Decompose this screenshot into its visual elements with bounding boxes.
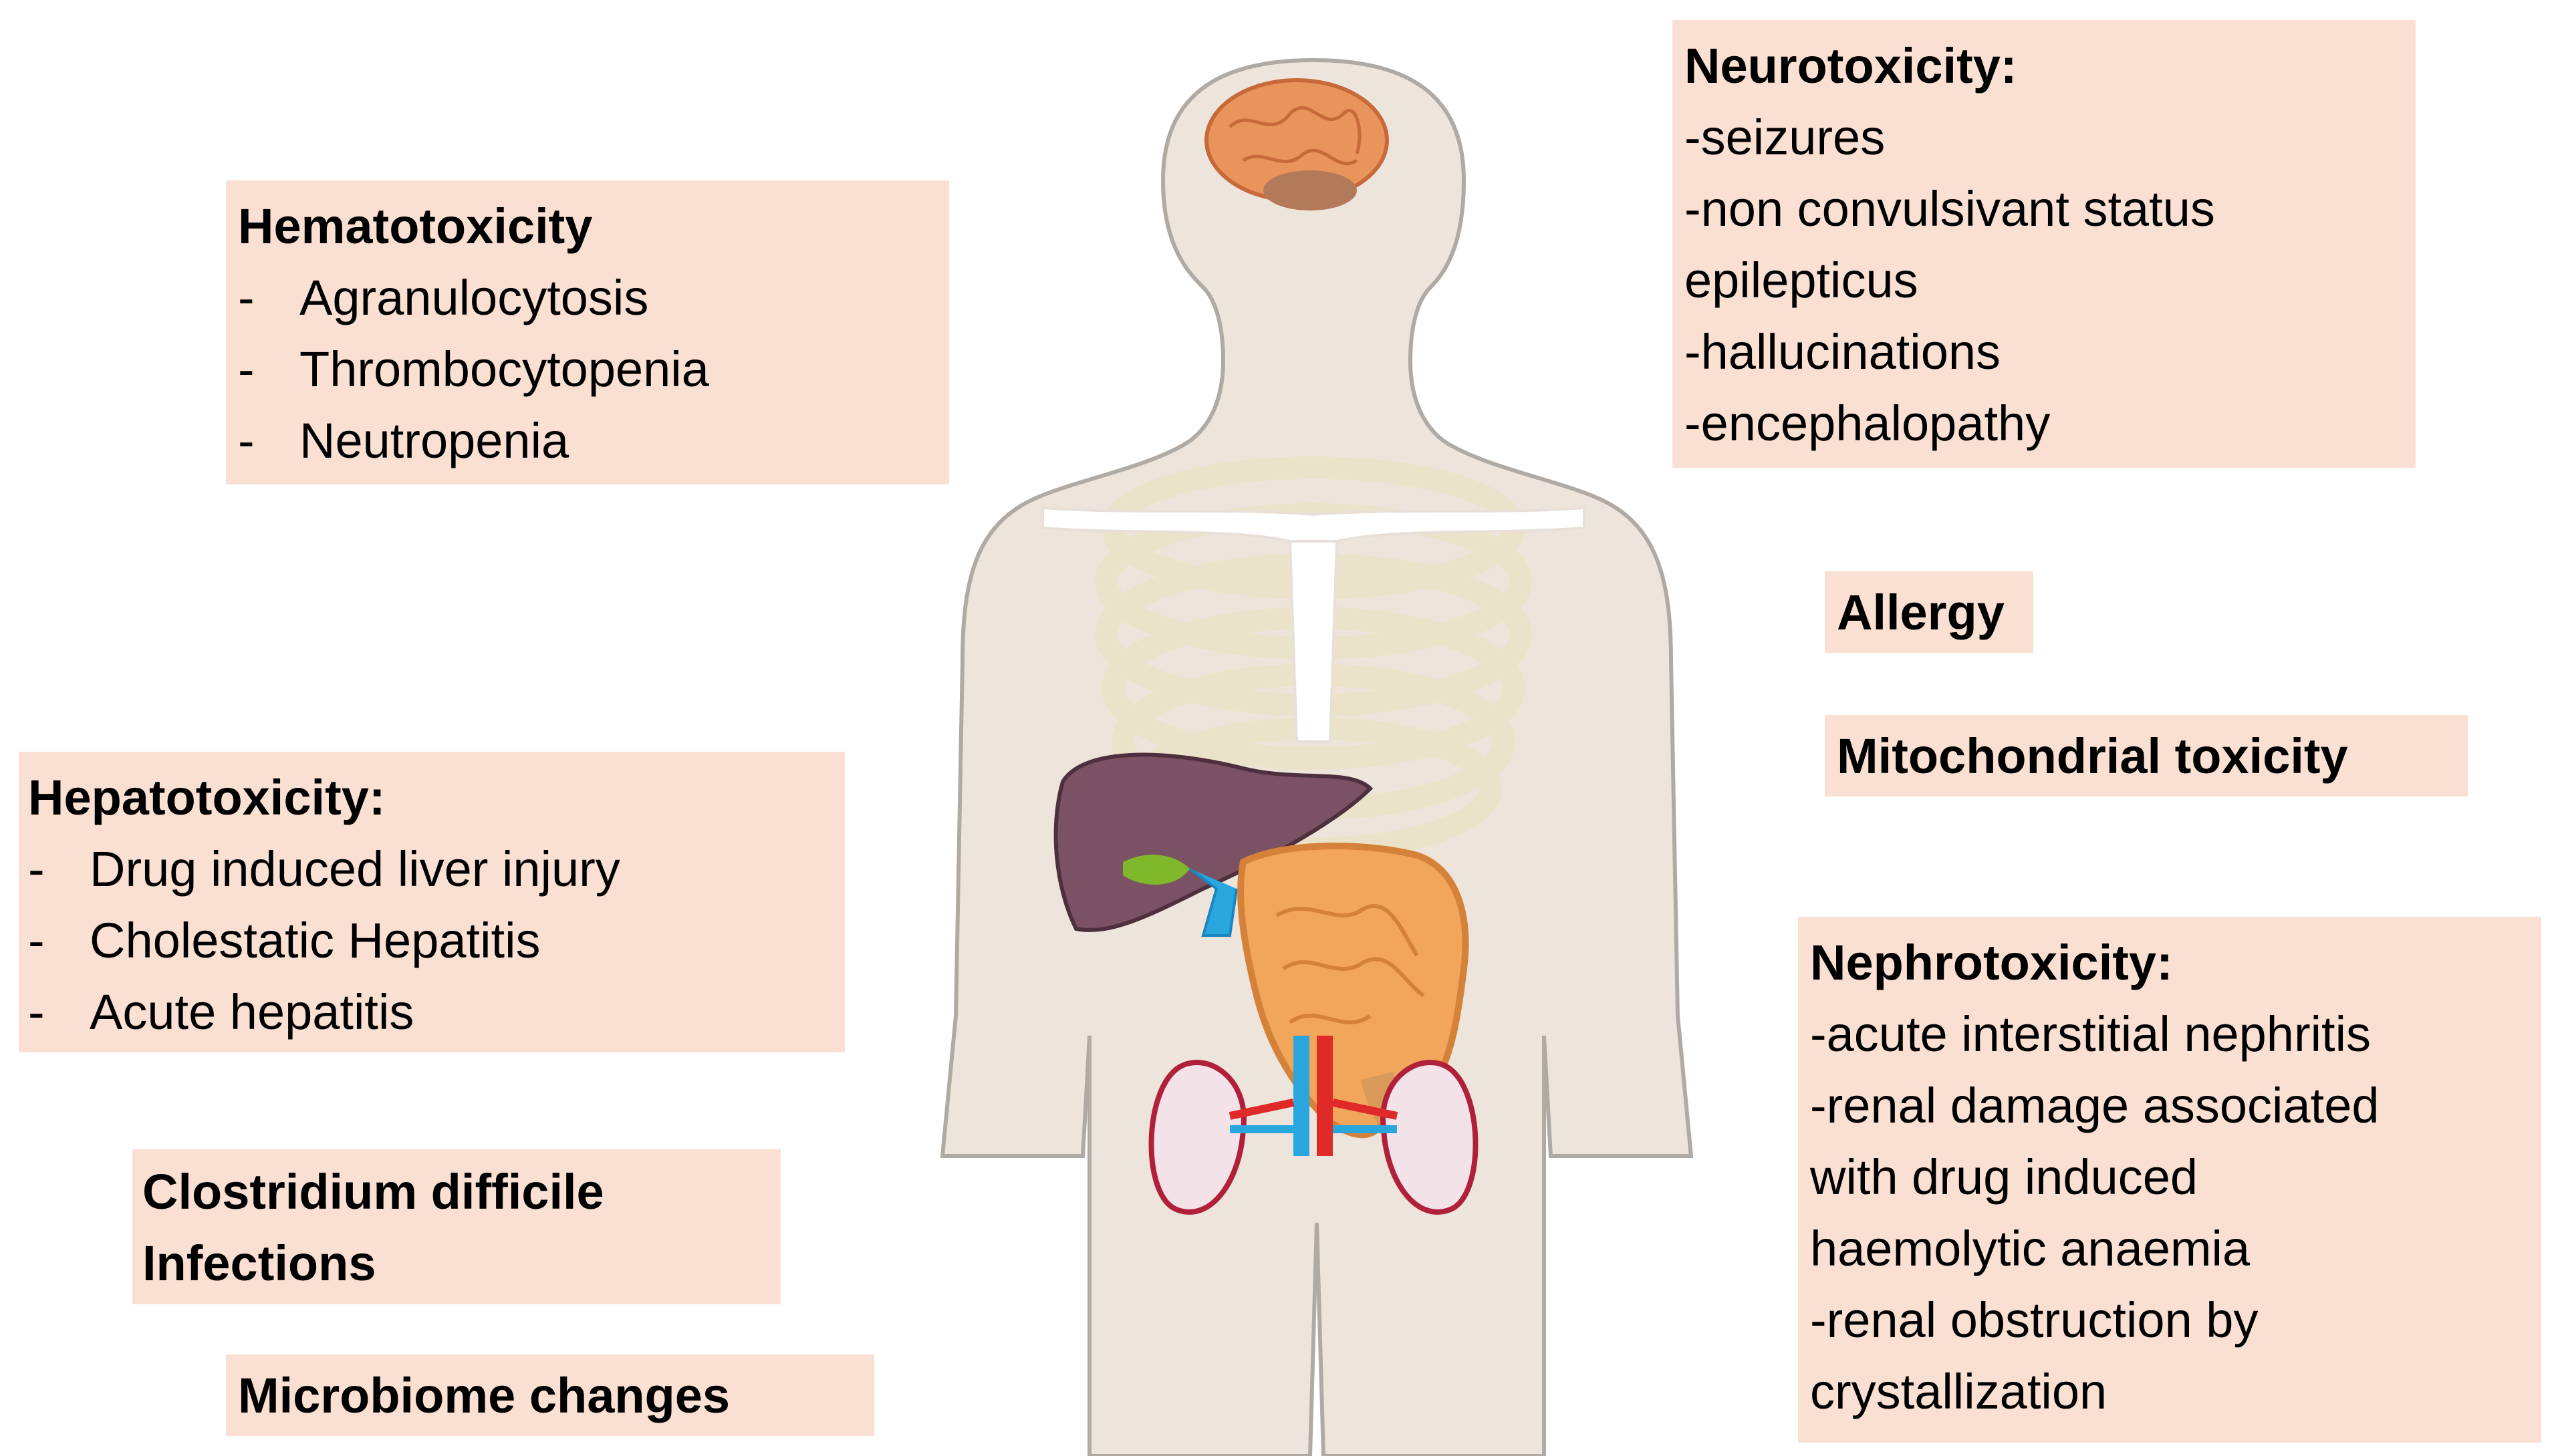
- nephrotoxicity-line: -renal damage associated: [1810, 1078, 2380, 1133]
- hepatotoxicity-title: Hepatotoxicity:: [28, 770, 386, 825]
- body-silhouette: [940, 57, 1694, 1456]
- microbiome-title: Microbiome changes: [238, 1367, 731, 1423]
- mitochondrial-title: Mitochondrial toxicity: [1837, 728, 2348, 784]
- microbiome-box: Microbiome changes: [226, 1354, 874, 1436]
- nephrotoxicity-box: Nephrotoxicity: -acute interstitial neph…: [1798, 917, 2541, 1443]
- clavicle-icon: [1041, 506, 1585, 743]
- hematotoxicity-title: Hematotoxicity: [238, 198, 593, 254]
- allergy-title: Allergy: [1837, 584, 2005, 640]
- neurotoxicity-line: -non convulsivant status: [1684, 181, 2215, 237]
- nephrotoxicity-line: -renal obstruction by: [1810, 1292, 2259, 1348]
- nephrotoxicity-line: -acute interstitial nephritis: [1810, 1006, 2372, 1062]
- hematotoxicity-item: -Thrombocytopenia: [238, 341, 709, 397]
- hepatotoxicity-box: Hepatotoxicity: -Drug induced liver inju…: [19, 752, 845, 1052]
- nephrotoxicity-line: crystallization: [1810, 1364, 2107, 1419]
- liver-icon: [1053, 752, 1374, 937]
- hepatotoxicity-item: -Acute hepatitis: [28, 984, 414, 1040]
- neurotoxicity-line: -seizures: [1684, 110, 1886, 165]
- brain-icon: [1204, 78, 1389, 210]
- clostridium-box: Clostridium difficile Infections: [132, 1149, 781, 1304]
- kidneys-icon: [1148, 1036, 1479, 1215]
- nephrotoxicity-line: with drug induced: [1810, 1149, 2198, 1205]
- neurotoxicity-line: -hallucinations: [1684, 324, 2001, 380]
- hepatotoxicity-item: -Cholestatic Hepatitis: [28, 913, 541, 968]
- mitochondrial-box: Mitochondrial toxicity: [1825, 715, 2468, 796]
- clostridium-line: Clostridium difficile: [142, 1164, 604, 1219]
- allergy-box: Allergy: [1825, 571, 2033, 653]
- nephrotoxicity-title: Nephrotoxicity:: [1810, 935, 2173, 990]
- nephrotoxicity-line: haemolytic anaemia: [1810, 1221, 2251, 1276]
- hematotoxicity-item: -Agranulocytosis: [238, 270, 649, 325]
- hematotoxicity-item: -Neutropenia: [238, 413, 569, 468]
- neurotoxicity-box: Neurotoxicity: -seizures -non convulsiva…: [1672, 20, 2416, 468]
- neurotoxicity-line: epilepticus: [1684, 253, 1918, 308]
- hepatotoxicity-item: -Drug induced liver injury: [28, 841, 620, 897]
- clostridium-line: Infections: [142, 1235, 376, 1291]
- neurotoxicity-line: -encephalopathy: [1684, 396, 2051, 451]
- neurotoxicity-title: Neurotoxicity:: [1684, 38, 2017, 94]
- hematotoxicity-box: Hematotoxicity -Agranulocytosis -Thrombo…: [226, 180, 949, 484]
- body-figure: [829, 47, 1798, 1456]
